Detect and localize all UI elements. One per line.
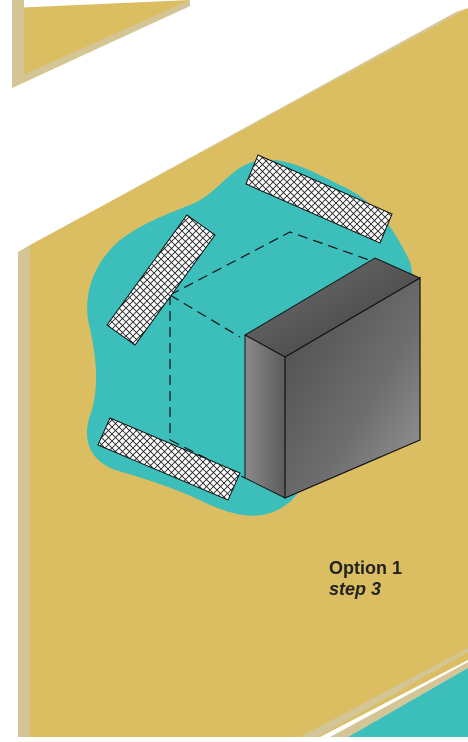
next-panel-fragment <box>300 648 468 737</box>
tape-strip-left <box>106 214 216 346</box>
junction-box-icon <box>243 257 422 499</box>
tape-strip-bottom <box>97 417 241 501</box>
step-label: step 3 <box>329 579 382 599</box>
option-label: Option 1 <box>329 558 402 578</box>
tape-strip-top-right <box>245 154 393 244</box>
previous-panel-fragment <box>12 0 190 88</box>
step-caption: Option 1 step 3 <box>329 558 402 600</box>
